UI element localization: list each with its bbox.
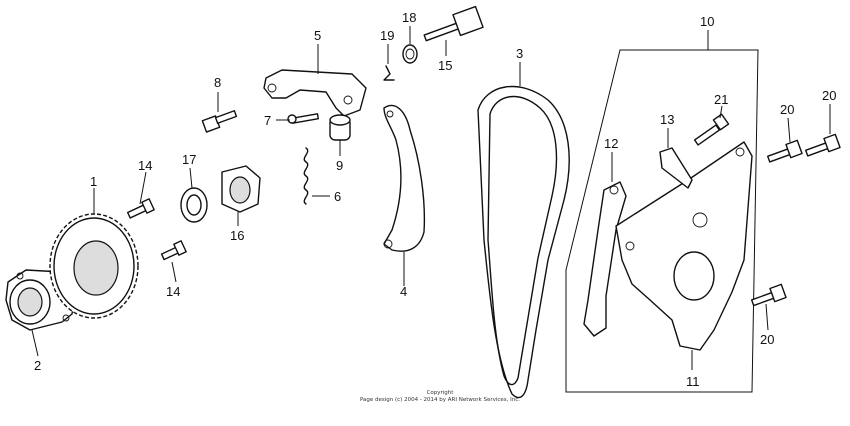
callout-4: 4 xyxy=(400,284,407,299)
part-15-bolt[interactable] xyxy=(423,5,484,42)
part-14-bolt-upper[interactable] xyxy=(126,198,155,219)
part-16-nut[interactable] xyxy=(221,165,261,213)
part-3-cam-chain[interactable] xyxy=(477,85,570,399)
part-11-plate[interactable] xyxy=(615,141,753,351)
callout-6: 6 xyxy=(334,189,341,204)
callout-18: 18 xyxy=(402,10,416,25)
callout-14-lower: 14 xyxy=(166,284,180,299)
callout-1: 1 xyxy=(90,174,97,189)
callout-20-a: 20 xyxy=(780,102,794,117)
callout-5: 5 xyxy=(314,28,321,43)
part-19-clip[interactable] xyxy=(383,65,395,81)
part-17-washer[interactable] xyxy=(180,187,208,223)
part-8-bolt[interactable] xyxy=(201,110,238,133)
part-13-clip[interactable] xyxy=(659,147,693,189)
callout-2: 2 xyxy=(34,358,41,373)
callout-20-c: 20 xyxy=(760,332,774,347)
callout-15: 15 xyxy=(438,58,452,73)
callout-11: 11 xyxy=(686,374,700,389)
callout-8: 8 xyxy=(214,75,221,90)
callout-13: 13 xyxy=(660,112,674,127)
callout-12: 12 xyxy=(604,136,618,151)
copyright-label: Copyright xyxy=(427,390,455,396)
group-10-box xyxy=(565,30,759,393)
part-14-bolt-lower[interactable] xyxy=(160,240,187,261)
part-4-chain-guide[interactable] xyxy=(383,104,426,252)
part-1-sprocket[interactable] xyxy=(49,213,139,319)
callout-14-upper: 14 xyxy=(138,158,152,173)
copyright-notice: Page design (c) 2004 - 2014 by ARI Netwo… xyxy=(360,397,520,403)
callout-16: 16 xyxy=(230,228,244,243)
part-12-tensioner-arm[interactable] xyxy=(583,181,627,337)
callout-numbers: 1 2 3 4 5 6 7 8 9 10 11 12 13 14 14 15 1… xyxy=(34,10,836,389)
callout-19: 19 xyxy=(380,28,394,43)
callout-7: 7 xyxy=(264,113,271,128)
callout-17: 17 xyxy=(182,152,196,167)
part-9-collar[interactable] xyxy=(329,114,351,141)
part-20-bolt-b[interactable] xyxy=(804,133,841,157)
part-5-bracket[interactable] xyxy=(263,69,367,117)
part-20-bolt-a[interactable] xyxy=(766,139,803,163)
callout-20-b: 20 xyxy=(822,88,836,103)
leader-lines xyxy=(31,26,831,370)
callout-10: 10 xyxy=(700,14,714,29)
callout-21: 21 xyxy=(714,92,728,107)
part-20-bolt-c[interactable] xyxy=(750,283,787,307)
part-21-bolt[interactable] xyxy=(693,113,730,146)
part-18-o-ring[interactable] xyxy=(402,44,418,64)
callout-3: 3 xyxy=(516,46,523,61)
callout-9: 9 xyxy=(336,158,343,173)
part-6-spring[interactable] xyxy=(303,147,309,205)
part-7-bolt[interactable] xyxy=(287,113,320,124)
